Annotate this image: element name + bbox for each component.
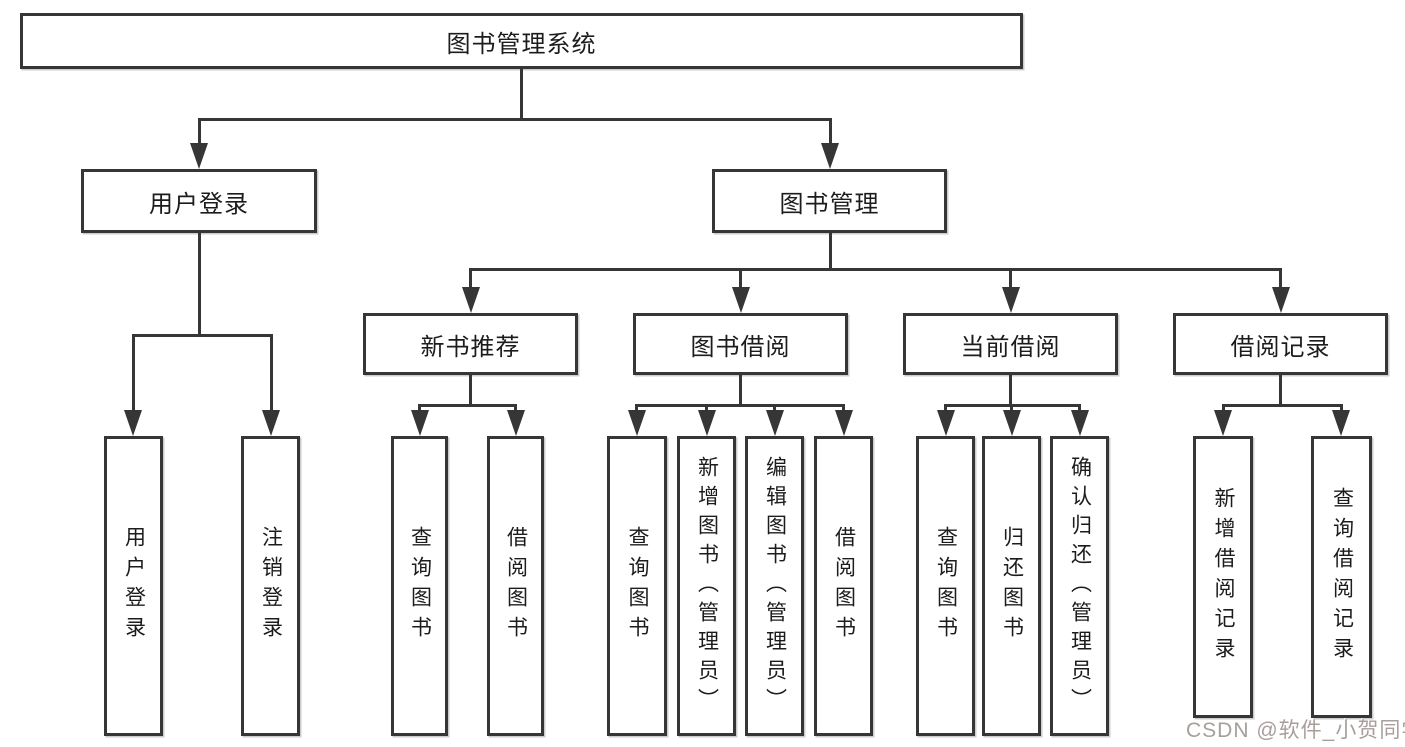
connector-drop — [1339, 404, 1343, 414]
arrow-down-icon — [1001, 287, 1020, 313]
connector-drop — [705, 404, 708, 414]
arrow-down-icon — [765, 410, 784, 436]
connector-user-login-bar — [131, 334, 273, 337]
arrow-down-icon — [261, 410, 280, 436]
leaf-logout: 注销登录 — [241, 436, 300, 736]
connector-drop-leaf-user-login — [131, 334, 135, 412]
connector-drop-current-borrowing — [1009, 268, 1012, 290]
connector-level2-bar — [197, 118, 832, 121]
leaf-bb-borrow-books: 借阅图书 — [814, 436, 873, 736]
node-root: 图书管理系统 — [20, 13, 1023, 69]
connector-new-book-bar — [418, 404, 517, 407]
leaf-bb-add-books-admin: 新增图书（管理员） — [677, 436, 736, 736]
node-new-book-recommend: 新书推荐 — [363, 313, 578, 375]
node-borrowing-records: 借阅记录 — [1173, 313, 1388, 375]
watermark: CSDN @软件_小贺同学 — [1186, 719, 1405, 742]
connector-drop-new-book — [469, 268, 472, 290]
leaf-user-login: 用户登录 — [104, 436, 163, 736]
arrow-down-icon — [1002, 410, 1021, 436]
connector-borrowing-records-stem — [1279, 375, 1282, 406]
connector-drop — [1010, 404, 1013, 414]
connector-current-borrowing-stem — [1009, 375, 1012, 406]
arrow-down-icon — [731, 287, 750, 313]
connector-drop — [514, 404, 517, 414]
connector-drop-user-login — [197, 118, 201, 146]
connector-book-borrowing-bar — [635, 404, 844, 407]
node-user-login: 用户登录 — [81, 169, 317, 233]
leaf-cb-query-books: 查询图书 — [916, 436, 975, 736]
connector-root-stem — [520, 69, 523, 119]
arrow-down-icon — [834, 410, 853, 436]
connector-new-book-stem — [469, 375, 472, 406]
connector-drop-book-borrowing — [739, 268, 742, 290]
arrow-down-icon — [1070, 410, 1089, 436]
connector-drop — [773, 404, 776, 414]
arrow-down-icon — [410, 410, 429, 436]
arrow-down-icon — [124, 410, 142, 436]
arrow-down-icon — [697, 410, 716, 436]
connector-drop-borrowing-records — [1279, 268, 1282, 290]
connector-book-borrowing-stem — [739, 375, 742, 406]
leaf-cb-confirm-return-admin: 确认归还（管理员） — [1050, 436, 1109, 736]
connector-drop-leaf-logout — [269, 334, 273, 412]
arrow-down-icon — [936, 410, 955, 436]
connector-level3-bar — [469, 268, 1282, 271]
connector-drop — [944, 404, 947, 414]
arrow-down-icon — [506, 410, 525, 436]
arrow-down-icon — [190, 143, 208, 169]
node-current-borrowing: 当前借阅 — [903, 313, 1118, 375]
arrow-down-icon — [1332, 410, 1350, 436]
arrow-down-icon — [627, 410, 646, 436]
connector-borrowing-records-bar — [1221, 404, 1342, 407]
arrow-down-icon — [461, 287, 480, 313]
arrow-down-icon — [1214, 410, 1232, 436]
leaf-br-add-record: 新增借阅记录 — [1193, 436, 1253, 718]
leaf-bb-query-books: 查询图书 — [607, 436, 667, 736]
connector-drop-book-management — [828, 118, 832, 146]
leaf-cb-return-books: 归还图书 — [982, 436, 1041, 736]
connector-drop — [1221, 404, 1225, 414]
leaf-br-query-record: 查询借阅记录 — [1311, 436, 1372, 718]
node-book-borrowing: 图书借阅 — [633, 313, 848, 375]
leaf-nb-query-books: 查询图书 — [391, 436, 448, 736]
connector-drop — [418, 404, 421, 414]
connector-drop — [842, 404, 845, 414]
arrow-down-icon — [821, 143, 839, 169]
leaf-bb-edit-books-admin: 编辑图书（管理员） — [745, 436, 804, 736]
arrow-down-icon — [1271, 287, 1290, 313]
connector-drop — [635, 404, 638, 414]
connector-drop — [1078, 404, 1081, 414]
connector-user-login-stem — [197, 233, 201, 335]
leaf-nb-borrow-books: 借阅图书 — [487, 436, 544, 736]
node-book-management: 图书管理 — [712, 169, 947, 233]
connector-book-management-stem — [828, 233, 832, 270]
